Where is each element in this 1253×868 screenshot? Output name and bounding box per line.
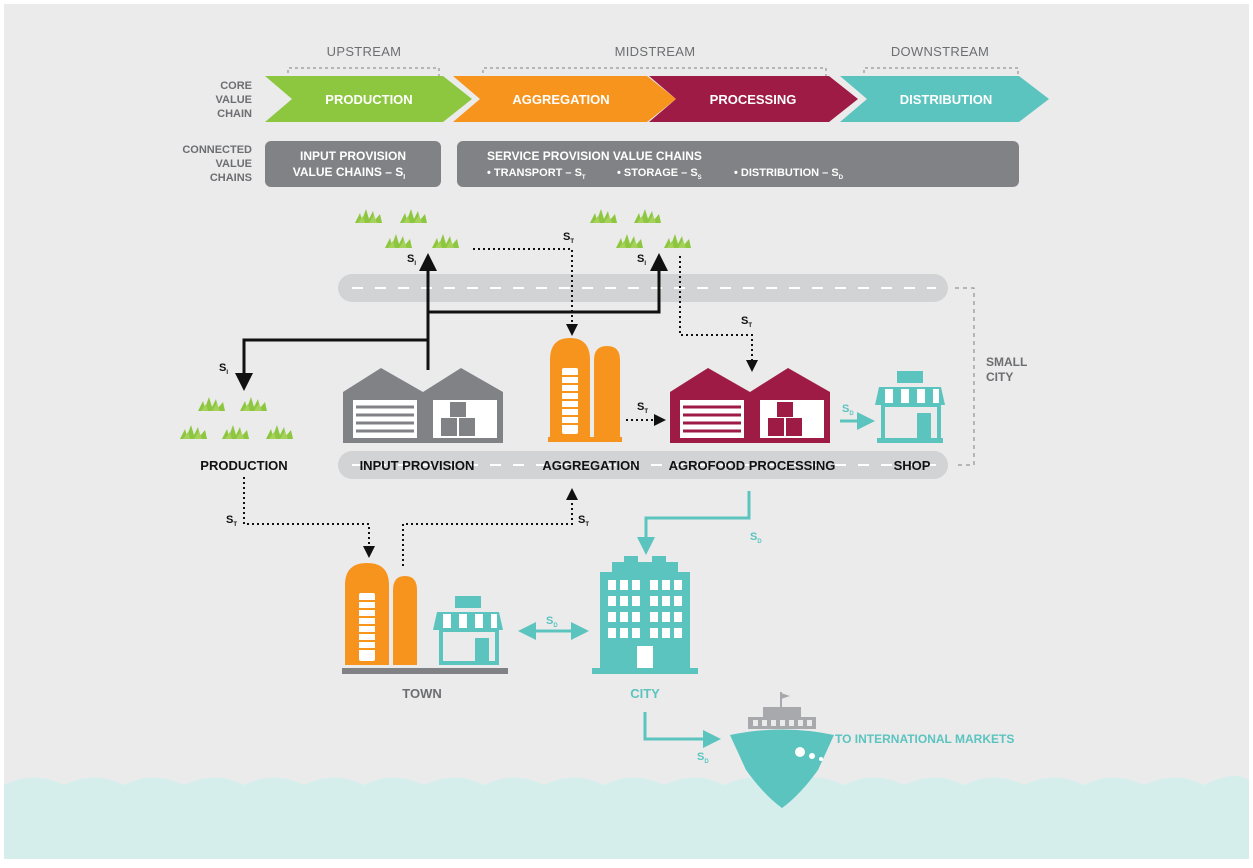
stage-label-midstream: MIDSTREAM — [615, 44, 696, 59]
si-label-1: SI — [407, 253, 416, 267]
international-markets-label: TO INTERNATIONAL MARKETS — [835, 732, 1014, 746]
svg-text:AGGREGATION: AGGREGATION — [512, 92, 609, 107]
svg-text:VALUE: VALUE — [216, 158, 252, 170]
chevron-production: PRODUCTION — [265, 76, 472, 122]
svg-text:VALUE: VALUE — [216, 94, 252, 106]
road-label-agrofood-processing: AGROFOOD PROCESSING — [669, 458, 836, 473]
road-label-shop: SHOP — [894, 458, 931, 473]
road-label-input-provision: INPUT PROVISION — [360, 458, 475, 473]
svg-text:PROCESSING: PROCESSING — [710, 92, 797, 107]
chevron-distribution: DISTRIBUTION — [840, 76, 1049, 122]
st-label-2: ST — [741, 315, 752, 329]
svg-text:CONNECTED: CONNECTED — [182, 144, 252, 156]
si-label-2: SI — [637, 253, 646, 267]
st-label-5: ST — [578, 514, 589, 528]
svg-text:DISTRIBUTION: DISTRIBUTION — [900, 92, 992, 107]
sd-label-1: SD — [842, 403, 854, 417]
si-label-3: SI — [219, 362, 228, 376]
ship-icon — [730, 692, 834, 808]
svg-text:SMALL: SMALL — [986, 355, 1027, 369]
sd-label-3: SD — [546, 615, 558, 629]
road-label-aggregation: AGGREGATION — [542, 458, 639, 473]
sd-arrow-city — [637, 491, 751, 555]
city-label: CITY — [630, 686, 660, 701]
sd-label-2: SD — [750, 531, 762, 545]
transport-lines — [243, 248, 758, 566]
road-top — [338, 274, 948, 302]
stage-label-downstream: DOWNSTREAM — [891, 44, 989, 59]
input-provision-warehouse-icon — [343, 368, 503, 443]
small-city-bracket — [955, 287, 975, 466]
svg-text:• DISTRIBUTION – SD: • DISTRIBUTION – SD — [734, 167, 844, 181]
st-label-1: ST — [563, 231, 574, 245]
svg-text:PRODUCTION: PRODUCTION — [325, 92, 412, 107]
svg-text:INPUT PROVISION: INPUT PROVISION — [300, 149, 406, 163]
road-bottom — [338, 451, 948, 479]
shop-icon — [875, 371, 945, 443]
svg-text:VALUE CHAINS – SI: VALUE CHAINS – SI — [293, 165, 405, 181]
svg-text:• TRANSPORT – ST: • TRANSPORT – ST — [487, 167, 586, 181]
input-arrows — [235, 253, 668, 391]
production-label: PRODUCTION — [200, 458, 287, 473]
chevron-aggregation: AGGREGATION — [453, 76, 676, 122]
sd-label-4: SD — [697, 751, 709, 765]
svg-text:SERVICE PROVISION VALUE CHAINS: SERVICE PROVISION VALUE CHAINS — [487, 149, 702, 163]
service-provision-box: SERVICE PROVISION VALUE CHAINS • TRANSPO… — [457, 141, 1019, 187]
sd-arrow-international — [643, 712, 721, 748]
town-icon — [342, 563, 508, 674]
water-area — [4, 776, 1249, 859]
svg-text:CITY: CITY — [986, 370, 1013, 384]
town-label: TOWN — [402, 686, 441, 701]
small-city-label: SMALL CITY — [986, 355, 1027, 384]
input-provision-box: INPUT PROVISION VALUE CHAINS – SI — [265, 141, 441, 187]
core-value-chain-label: CORE VALUE CHAIN — [216, 80, 253, 120]
processing-warehouse-icon — [670, 368, 830, 443]
svg-text:CHAINS: CHAINS — [210, 172, 252, 184]
city-icon — [592, 556, 698, 674]
aggregation-silo-icon — [548, 338, 622, 442]
svg-text:• STORAGE – SS: • STORAGE – SS — [617, 167, 702, 181]
chevron-processing: PROCESSING — [649, 76, 858, 122]
connected-value-chains-label: CONNECTED VALUE CHAINS — [182, 144, 252, 184]
svg-text:CHAIN: CHAIN — [217, 108, 252, 120]
stage-label-upstream: UPSTREAM — [327, 44, 402, 59]
st-label-4: ST — [226, 514, 237, 528]
svg-text:CORE: CORE — [220, 80, 252, 92]
st-label-3: ST — [637, 401, 648, 415]
